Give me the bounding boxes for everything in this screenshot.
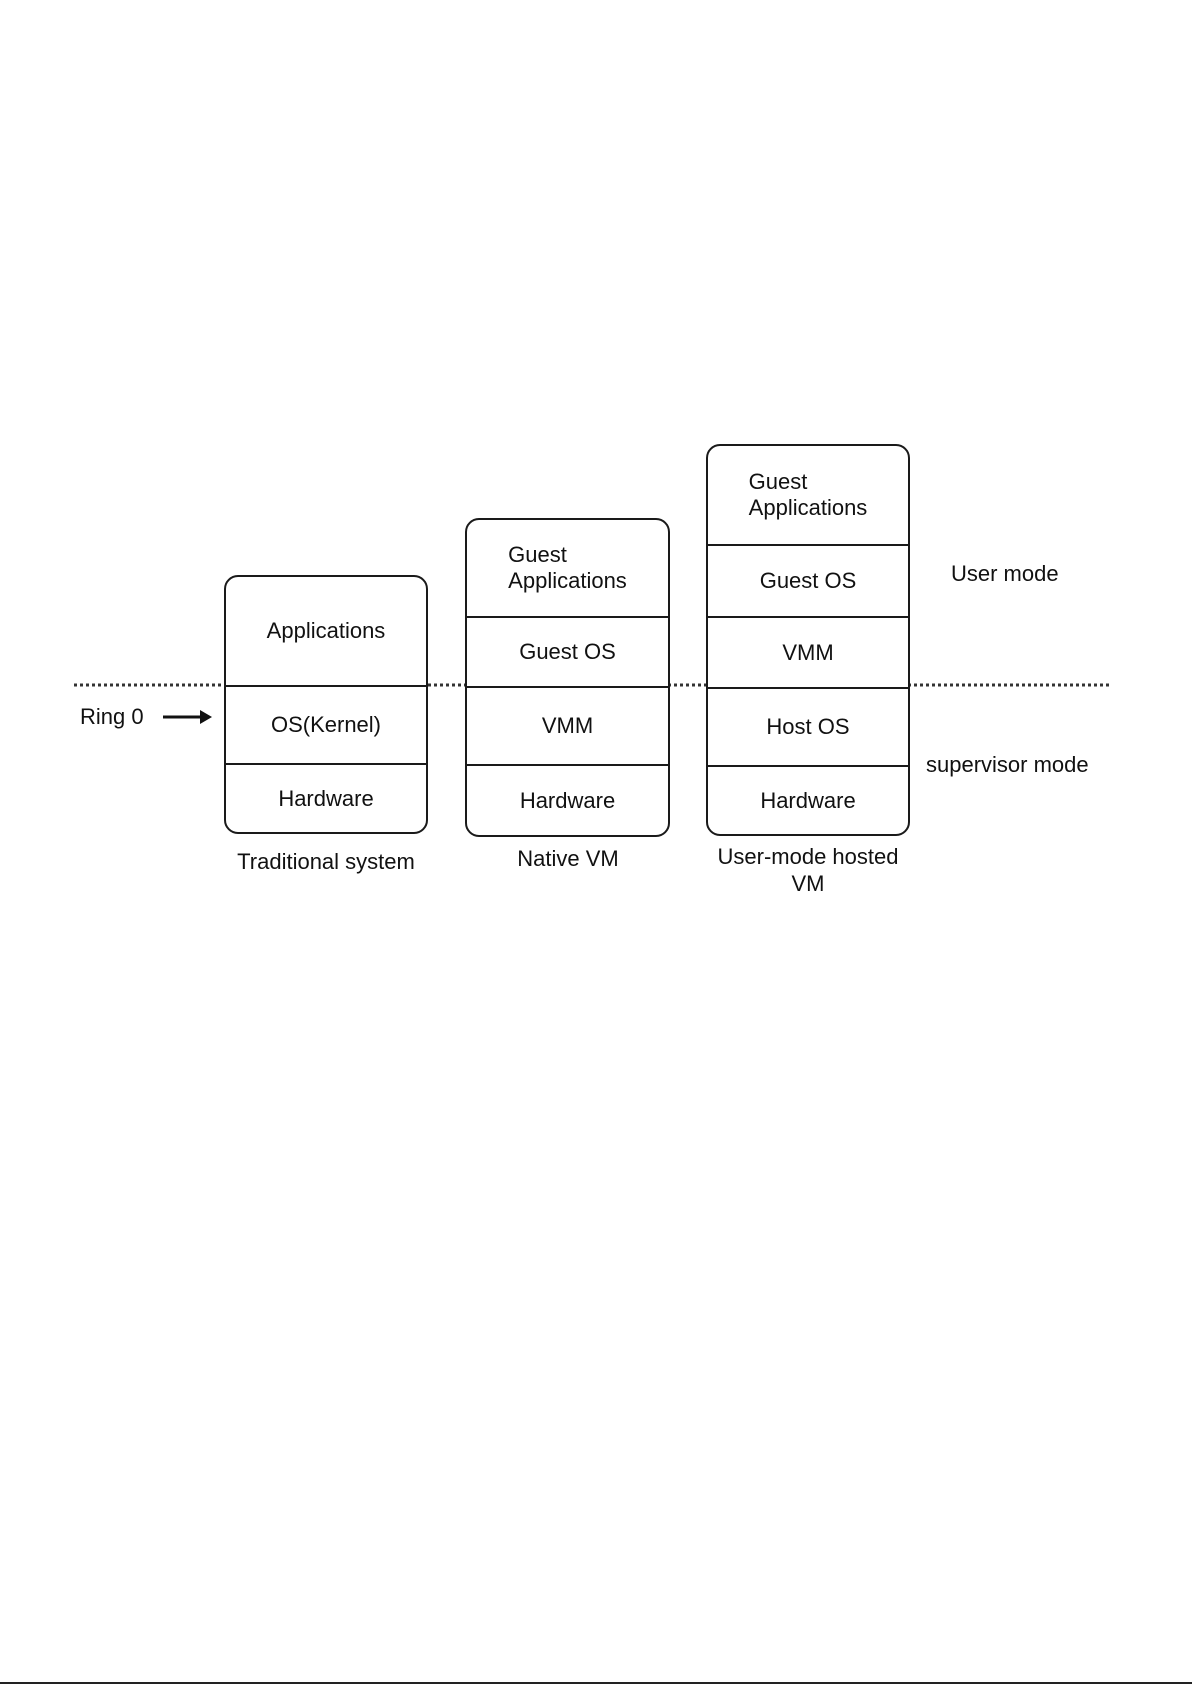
stack-layer-host-os: Host OS (708, 687, 908, 765)
stack-layer-guest-os: Guest OS (467, 616, 668, 686)
stack-layer-guest-applications: Guest Applications (708, 446, 908, 544)
traditional-system-stack: Applications OS(Kernel) Hardware (224, 575, 428, 834)
stack-layer-hardware: Hardware (226, 763, 426, 832)
stack-layer-guest-os: Guest OS (708, 544, 908, 616)
stack-layer-hardware: Hardware (467, 764, 668, 835)
user-mode-label: User mode (951, 561, 1059, 587)
ring-0-arrow-icon (163, 710, 212, 724)
stack-layer-hardware: Hardware (708, 765, 908, 834)
native-vm-stack: Guest Applications Guest OS VMM Hardware (465, 518, 670, 837)
ring-0-label: Ring 0 (80, 704, 144, 730)
stack-caption-traditional: Traditional system (204, 848, 448, 875)
stack-caption-native-vm: Native VM (468, 845, 668, 872)
stack-layer-applications: Applications (226, 577, 426, 685)
stack-layer-guest-applications: Guest Applications (467, 520, 668, 616)
stack-caption-user-mode-hosted-vm: User-mode hosted VM (686, 843, 930, 897)
stack-layer-os-kernel: OS(Kernel) (226, 685, 426, 763)
supervisor-mode-label: supervisor mode (926, 752, 1089, 778)
page-bottom-rule (0, 1682, 1192, 1684)
stack-layer-vmm: VMM (467, 686, 668, 764)
stack-layer-vmm: VMM (708, 616, 908, 687)
user-mode-hosted-vm-stack: Guest Applications Guest OS VMM Host OS … (706, 444, 910, 836)
